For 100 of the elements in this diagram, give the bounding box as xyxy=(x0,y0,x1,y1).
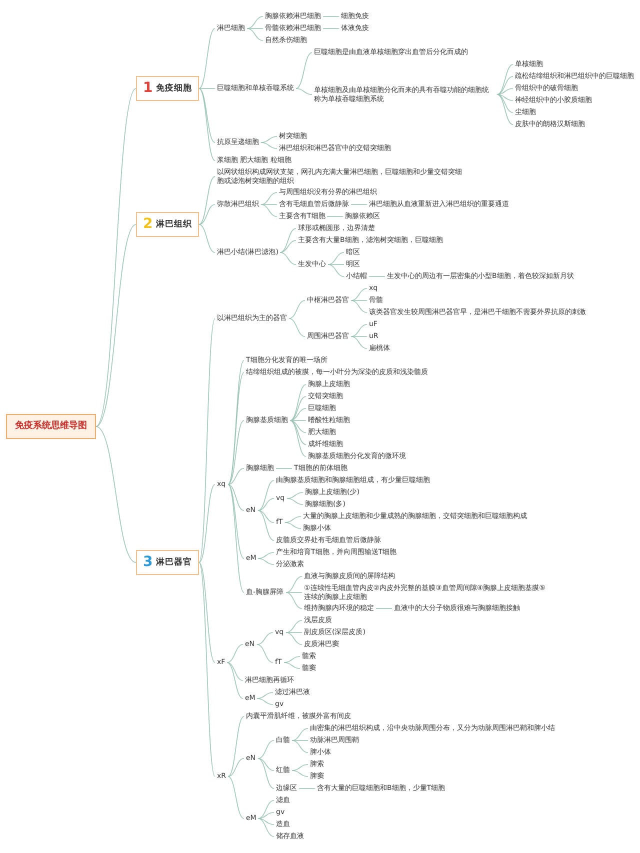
connector-line xyxy=(198,176,216,225)
connector-line xyxy=(350,300,368,301)
connector-line xyxy=(496,64,514,95)
connector-line xyxy=(280,228,296,253)
connector-line xyxy=(198,88,216,143)
connector-line xyxy=(228,758,244,777)
connector-line xyxy=(350,300,368,313)
connector-line xyxy=(292,740,308,753)
connector-line xyxy=(296,52,312,89)
connector-line xyxy=(496,94,514,113)
connector-line xyxy=(292,764,308,771)
connector-line xyxy=(198,88,216,161)
connector-line xyxy=(198,224,216,253)
connector-line xyxy=(376,608,392,609)
connector-line xyxy=(228,420,244,485)
connector-line xyxy=(322,16,340,17)
connector-line xyxy=(496,76,514,95)
connector-line xyxy=(284,662,300,669)
connector-line xyxy=(256,698,274,705)
connector-line xyxy=(198,204,216,225)
connector-line xyxy=(258,800,274,819)
connector-line xyxy=(284,522,302,529)
connector-line xyxy=(258,480,274,511)
connector-line xyxy=(198,562,216,663)
connector-line xyxy=(246,16,264,29)
connector-line xyxy=(290,420,306,457)
connector-line xyxy=(292,728,308,741)
connector-line xyxy=(226,662,244,681)
connector-line xyxy=(328,264,344,265)
connector-line xyxy=(96,88,136,427)
connector-line xyxy=(198,88,216,89)
connector-line xyxy=(350,324,368,337)
connector-line xyxy=(258,740,274,759)
connector-line xyxy=(228,484,244,593)
connector-line xyxy=(258,498,274,511)
connector-line xyxy=(280,240,296,253)
connector-line xyxy=(258,510,274,523)
connector-line xyxy=(350,336,368,337)
connector-line xyxy=(276,468,292,469)
connector-line xyxy=(96,426,136,563)
connector-line xyxy=(258,510,274,541)
connector-line xyxy=(290,408,306,421)
connector-line xyxy=(258,758,274,789)
connector-line xyxy=(322,28,340,29)
connector-line xyxy=(228,716,244,777)
connector-line xyxy=(258,558,274,565)
connector-line xyxy=(246,28,264,41)
connector-line xyxy=(496,94,514,101)
connector-line xyxy=(284,656,300,663)
connector-line xyxy=(288,300,306,319)
connector-line xyxy=(290,420,306,433)
connector-line xyxy=(228,468,244,485)
connector-line xyxy=(226,662,244,699)
connector-line xyxy=(260,136,278,143)
connector-line xyxy=(290,420,306,445)
connector-line xyxy=(258,818,274,825)
connector-line xyxy=(284,516,302,523)
connector-line xyxy=(228,776,244,819)
connector-line xyxy=(368,276,386,277)
topic-box xyxy=(136,212,199,238)
connector-line xyxy=(328,252,344,265)
connector-line xyxy=(496,94,514,125)
topic-title: 免疫细胞 xyxy=(156,83,192,94)
connector-line xyxy=(290,420,306,421)
connector-line xyxy=(286,492,304,499)
root-topic: 免疫系统思维导图 xyxy=(6,414,96,439)
connector-line xyxy=(292,770,308,777)
connector-line xyxy=(286,498,304,505)
connector-line xyxy=(228,484,244,559)
connector-line xyxy=(260,142,278,149)
connector-line xyxy=(298,788,316,789)
connector-line xyxy=(286,592,302,593)
connector-line xyxy=(256,632,274,645)
connector-line xyxy=(496,88,514,95)
connector-line xyxy=(198,484,216,563)
connector-line xyxy=(280,252,296,265)
connector-line xyxy=(292,740,308,741)
connector-line xyxy=(296,88,312,95)
topic-box xyxy=(136,76,199,102)
connector-line xyxy=(286,620,302,633)
topic-box xyxy=(136,550,199,576)
connector-line xyxy=(260,204,278,217)
connector-line xyxy=(286,632,302,633)
connector-line xyxy=(290,384,306,421)
connector-line xyxy=(198,28,216,89)
connector-line xyxy=(260,204,278,205)
connector-line xyxy=(286,592,302,609)
connector-line xyxy=(258,812,274,819)
connector-line xyxy=(228,484,244,511)
connector-line xyxy=(258,818,274,837)
connector-line xyxy=(326,216,344,217)
topic-title: 淋巴组织 xyxy=(156,219,192,230)
connector-line xyxy=(246,28,264,29)
topic-number: 2 xyxy=(143,216,153,232)
connector-line xyxy=(328,264,344,277)
connector-line xyxy=(350,204,368,205)
connector-line xyxy=(198,318,216,563)
connector-line xyxy=(288,318,306,337)
connector-line xyxy=(258,758,274,771)
connector-line xyxy=(350,336,368,349)
